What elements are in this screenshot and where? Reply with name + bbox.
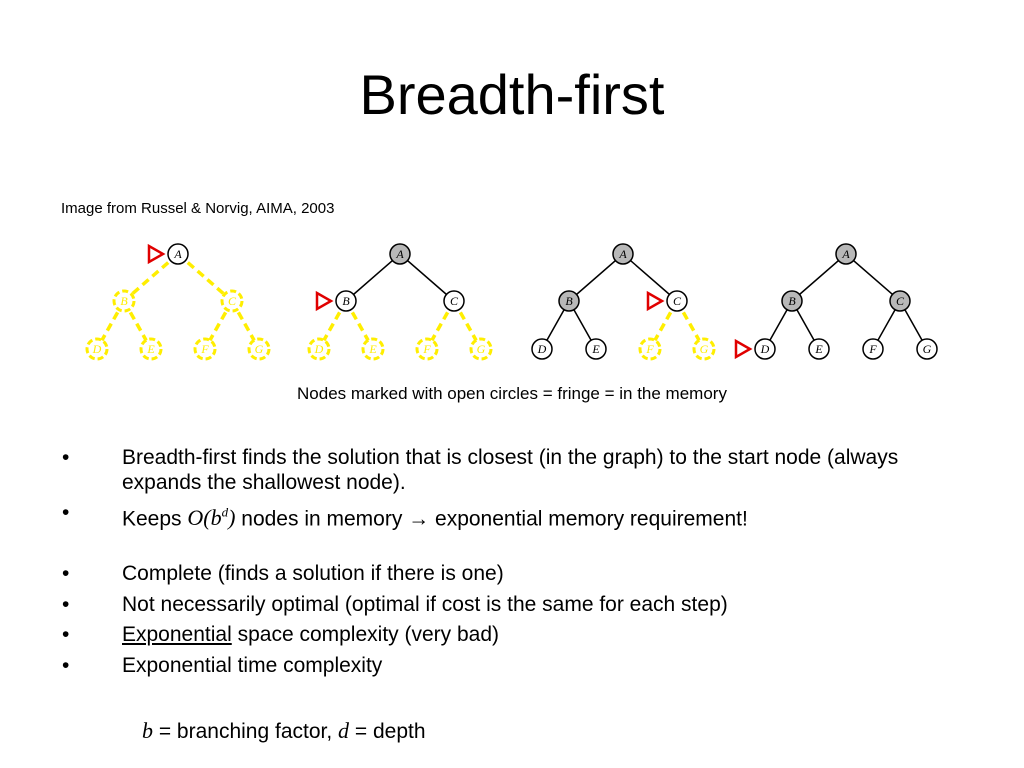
current-node-marker-icon: [646, 290, 665, 312]
bullet-text: Complete (finds a solution if there is o…: [122, 562, 504, 585]
tree-node-label-F: F: [645, 342, 654, 356]
tree-node-B: [335, 290, 357, 312]
bfs-tree-diagrams: A B C D E F G A B C D E F G A B C D E F G A B C D E F G: [85, 243, 938, 361]
tree-node-label-D: D: [760, 342, 770, 356]
tree-edge-A-C: [176, 252, 234, 303]
tree-node-D: [85, 337, 109, 361]
tree-node-label-C: C: [450, 294, 459, 308]
tree-edge-A-C: [622, 253, 678, 302]
bullet-text-post: nodes in memory → exponential memory req…: [235, 507, 748, 531]
tree-node-G: [247, 337, 271, 361]
bullet-text: Exponential time complexity: [122, 654, 383, 677]
tree-node-C: [443, 290, 465, 312]
tree-node-label-A: A: [173, 247, 182, 261]
tree-node-label-D: D: [314, 342, 324, 356]
tree-edge-A-C: [399, 253, 455, 302]
tree-node-label-C: C: [896, 294, 905, 308]
tree-node-E: [808, 338, 830, 360]
underlined-term: Exponential: [122, 623, 232, 646]
bfs-tree-step-4: A B C D E F G: [734, 243, 938, 360]
tree-node-E: [585, 338, 607, 360]
tree-node-label-E: E: [146, 342, 155, 356]
tree-node-label-F: F: [200, 342, 209, 356]
tree-node-label-E: E: [368, 342, 377, 356]
tree-node-label-A: A: [841, 247, 850, 261]
tree-node-label-G: G: [477, 342, 486, 356]
tree-edge-A-B: [791, 253, 847, 302]
tree-node-F: [415, 337, 439, 361]
tree-node-label-C: C: [228, 294, 237, 308]
tree-node-label-B: B: [120, 294, 128, 308]
tree-node-B: [558, 290, 580, 312]
b-symbol: b: [142, 718, 153, 743]
tree-edge-A-C: [845, 253, 901, 302]
tree-node-D: [531, 338, 553, 360]
tree-node-label-B: B: [342, 294, 350, 308]
current-node-marker-icon: [147, 243, 166, 265]
diagram-caption: Nodes marked with open circles = fringe …: [297, 384, 727, 403]
bullet-text: Breadth-first finds the solution that is…: [122, 446, 899, 494]
tree-node-label-D: D: [537, 342, 547, 356]
bullet-symbol: •: [62, 623, 70, 646]
tree-node-label-E: E: [814, 342, 823, 356]
tree-node-A: [389, 243, 411, 265]
tree-node-E: [139, 337, 163, 361]
bullet-symbol: •: [62, 446, 70, 469]
memory-formula: O(bd): [187, 505, 236, 531]
bfs-tree-step-2: A B C D E F G: [307, 243, 493, 361]
tree-node-D: [307, 337, 331, 361]
tree-node-C: [220, 289, 244, 313]
tree-node-A: [167, 243, 189, 265]
image-credit: Image from Russel & Norvig, AIMA, 2003: [61, 200, 335, 217]
bullet-symbol: •: [62, 501, 70, 524]
tree-node-G: [469, 337, 493, 361]
tree-node-label-G: G: [255, 342, 264, 356]
tree-edge-A-B: [122, 252, 180, 303]
tree-node-label-A: A: [395, 247, 404, 261]
tree-node-A: [835, 243, 857, 265]
tree-node-label-G: G: [700, 342, 709, 356]
tree-node-E: [361, 337, 385, 361]
tree-node-B: [112, 289, 136, 313]
tree-node-label-F: F: [422, 342, 431, 356]
tree-edge-A-B: [345, 253, 401, 302]
tree-node-F: [193, 337, 217, 361]
tree-node-B: [781, 290, 803, 312]
tree-node-D: [754, 338, 776, 360]
bullet-text: Not necessarily optimal (optimal if cost…: [122, 593, 728, 616]
slide-title: Breadth-first: [359, 63, 665, 126]
bullet-text: Keeps O(bd) nodes in memory → exponentia…: [122, 500, 932, 531]
legend-footnote: b = branching factor, d = depth: [142, 718, 426, 743]
bullet-symbol: •: [62, 593, 70, 616]
d-symbol: d: [338, 718, 350, 743]
tree-node-label-C: C: [673, 294, 682, 308]
tree-node-label-B: B: [565, 294, 573, 308]
bullet-text-pre: Keeps: [122, 507, 188, 531]
bullet-text: Exponential space complexity (very bad): [122, 623, 500, 646]
tree-node-C: [889, 290, 911, 312]
tree-node-C: [666, 290, 688, 312]
bfs-tree-step-1: A B C D E F G: [85, 243, 271, 361]
bfs-tree-step-3: A B C D E F G: [531, 243, 716, 361]
tree-node-label-G: G: [923, 342, 932, 356]
tree-node-A: [612, 243, 634, 265]
tree-node-G: [916, 338, 938, 360]
tree-node-label-A: A: [618, 247, 627, 261]
tree-node-F: [638, 337, 662, 361]
tree-node-G: [692, 337, 716, 361]
tree-edge-A-B: [568, 253, 624, 302]
current-node-marker-icon: [734, 338, 753, 360]
tree-node-label-B: B: [788, 294, 796, 308]
bullet-symbol: •: [62, 654, 70, 677]
current-node-marker-icon: [315, 290, 334, 312]
tree-node-F: [862, 338, 884, 360]
bullet-symbol: •: [62, 562, 70, 585]
tree-node-label-D: D: [92, 342, 102, 356]
tree-node-label-F: F: [868, 342, 877, 356]
tree-node-label-E: E: [591, 342, 600, 356]
